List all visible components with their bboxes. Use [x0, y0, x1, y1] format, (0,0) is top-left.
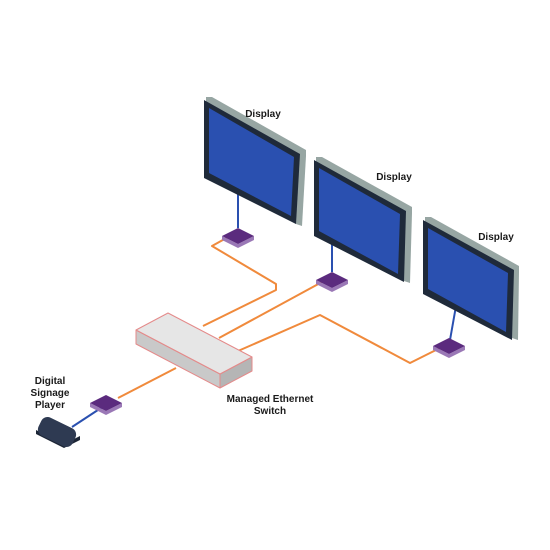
- transmitter-top: [90, 395, 122, 411]
- cable-player-to-switch: [117, 367, 177, 399]
- label-display-3: Display: [478, 232, 514, 243]
- player-body-top: [37, 417, 77, 447]
- cable-switch-to-receiver-1: [202, 235, 277, 327]
- receiver-1-top: [222, 228, 254, 244]
- transmitter: [90, 395, 122, 415]
- label-player-line3: Player: [35, 400, 65, 411]
- display-2-screen: [319, 168, 400, 274]
- cable-switch-to-receiver-3: [237, 314, 443, 364]
- receiver-2-side: [316, 280, 348, 292]
- display-1: [204, 97, 306, 226]
- digital-signage-player: [36, 417, 80, 448]
- transmitter-side: [90, 403, 122, 415]
- label-display-1: Display: [245, 109, 281, 120]
- label-player-line2: Signage: [31, 388, 70, 399]
- cable-switch-to-receiver-2: [218, 281, 323, 339]
- display-1-screen: [209, 108, 294, 216]
- receiver-2-top: [316, 272, 348, 288]
- display-3-screen: [428, 228, 508, 332]
- display-2: [314, 157, 412, 283]
- label-player-line1: Digital: [35, 376, 66, 387]
- cables: [117, 235, 443, 399]
- display-3: [423, 217, 519, 340]
- receiver-3-top: [433, 338, 465, 354]
- label-switch-line2: Switch: [254, 406, 286, 417]
- label-switch-line1: Managed Ethernet: [227, 394, 314, 405]
- switch-top: [135, 312, 253, 375]
- receiver-3: [433, 338, 465, 358]
- managed-ethernet-switch: [135, 312, 253, 389]
- receiver-2: [316, 272, 348, 292]
- label-display-2: Display: [376, 172, 412, 183]
- receiver-1: [222, 228, 254, 248]
- receiver-1-side: [222, 236, 254, 248]
- receiver-3-side: [433, 346, 465, 358]
- video-link-3: [449, 305, 457, 341]
